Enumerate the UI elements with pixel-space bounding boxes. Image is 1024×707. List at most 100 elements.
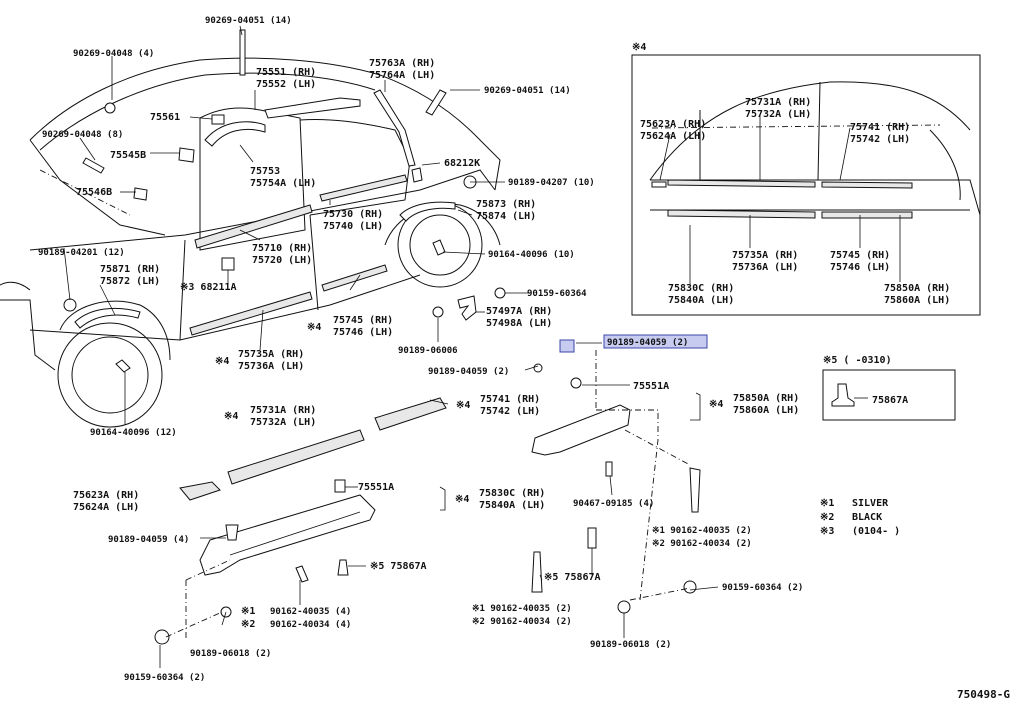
note5-title: ※5 ( -0310) — [823, 355, 892, 366]
label: 90189-06006 — [398, 346, 458, 356]
inset-label: 75830C (RH) — [668, 283, 734, 294]
legend-mark: ※1 — [820, 498, 834, 509]
label: ※2 — [241, 619, 255, 630]
label: 90164-40096 (12) — [90, 428, 177, 438]
label: 75764A (LH) — [369, 70, 435, 81]
label: ※1 90162-40035 (2) — [472, 604, 572, 614]
label: 75872 (LH) — [100, 276, 160, 287]
label: ※2 90162-40034 (2) — [472, 617, 572, 627]
label: 75735A (RH) — [238, 349, 304, 360]
label: 75546B — [76, 187, 112, 198]
label: 90269-04051 (14) — [484, 86, 571, 96]
legend-mark: ※3 — [820, 526, 834, 537]
inset-label: 75741 (RH) — [850, 122, 910, 133]
car-body-outline — [0, 57, 501, 428]
inset-label: 75736A (LH) — [732, 262, 798, 273]
inset-label: 75742 (LH) — [850, 134, 910, 145]
label: 75561 — [150, 112, 180, 123]
marker: ※4 — [456, 400, 470, 411]
marker: ※4 — [215, 356, 229, 367]
marker: ※4 — [307, 322, 321, 333]
label: 68212K — [444, 158, 480, 169]
label: 90189-06018 (2) — [190, 649, 271, 659]
label: 75732A (LH) — [250, 417, 316, 428]
label: ※5 75867A — [544, 572, 601, 583]
label: 75731A (RH) — [250, 405, 316, 416]
diagram-reference-code: 750498-G — [957, 688, 1010, 701]
label: 75740 (LH) — [323, 221, 383, 232]
label: 90189-04059 (2) — [428, 367, 509, 377]
inset-label: 75850A (RH) — [884, 283, 950, 294]
label: 75840A (LH) — [479, 500, 545, 511]
label: 75545B — [110, 150, 146, 161]
label: 75552 (LH) — [256, 79, 316, 90]
label: ※1 90162-40035 (2) — [652, 526, 752, 536]
marker: ※4 — [709, 399, 723, 410]
label: 90269-04048 (8) — [42, 130, 123, 140]
label: 90164-40096 (10) — [488, 250, 575, 260]
marker: ※4 — [455, 494, 469, 505]
car-moldings — [74, 89, 456, 336]
label: 90269-04048 (4) — [73, 49, 154, 59]
label: 75624A (LH) — [73, 502, 139, 513]
inset-panel: ※4 — [631, 42, 981, 316]
label: 90162-40034 (4) — [270, 620, 351, 630]
label: 90159-60364 — [527, 289, 587, 299]
label: 75741 (RH) — [480, 394, 540, 405]
label: 75871 (RH) — [100, 264, 160, 275]
label: 57498A (LH) — [486, 318, 552, 329]
label: 75860A (LH) — [733, 405, 799, 416]
label: 90269-04051 (14) — [205, 16, 292, 26]
label: 90467-09185 (4) — [573, 499, 654, 509]
marker: ※4 — [224, 411, 238, 422]
note5-box: ※5 ( -0310) 75867A — [822, 355, 956, 421]
legend-text: (0104- ) — [852, 526, 900, 537]
label: 75873 (RH) — [476, 199, 536, 210]
inset-label: 75840A (LH) — [668, 295, 734, 306]
label: 57497A (RH) — [486, 306, 552, 317]
highlighted-label-box — [603, 334, 708, 349]
inset-label: 75731A (RH) — [745, 97, 811, 108]
inset-label: 75860A (LH) — [884, 295, 950, 306]
label: 90189-04201 (12) — [38, 248, 125, 258]
label: 75763A (RH) — [369, 58, 435, 69]
label: 90189-06018 (2) — [590, 640, 671, 650]
label: 75623A (RH) — [73, 490, 139, 501]
label: 75710 (RH) — [252, 243, 312, 254]
label: 90159-60364 (2) — [722, 583, 803, 593]
label: 90189-04207 (10) — [508, 178, 595, 188]
legend-text: SILVER — [852, 498, 889, 509]
inset-label: 75735A (RH) — [732, 250, 798, 261]
label: 75874 (LH) — [476, 211, 536, 222]
exploded-parts — [154, 339, 701, 645]
note5-part: 75867A — [872, 395, 908, 406]
inset-label: 75746 (LH) — [830, 262, 890, 273]
label: ※2 90162-40034 (2) — [652, 539, 752, 549]
label: 75830C (RH) — [479, 488, 545, 499]
label: 75745 (RH) — [333, 315, 393, 326]
label: 75754A (LH) — [250, 178, 316, 189]
label: ※1 — [241, 606, 255, 617]
label: 90189-04059 (4) — [108, 535, 189, 545]
part-labels: 90269-04051 (14) 90269-04048 (4) 75551 (… — [38, 16, 950, 683]
label: 75551A — [633, 381, 669, 392]
label: 75850A (RH) — [733, 393, 799, 404]
label: ※5 75867A — [370, 561, 427, 572]
leader-lines — [63, 25, 901, 668]
inset-marker: ※4 — [632, 42, 646, 53]
inset-label: 75732A (LH) — [745, 109, 811, 120]
label: 90162-40035 (4) — [270, 607, 351, 617]
legend-text: BLACK — [852, 512, 882, 523]
inset-label: 75624A (LH) — [640, 131, 706, 142]
label: 75551 (RH) — [256, 67, 316, 78]
inset-label: 75623A (RH) — [640, 119, 706, 130]
legend: ※1 SILVER ※2 BLACK ※3 (0104- ) — [820, 498, 900, 537]
highlighted-label: 90189-04059 (2) — [607, 338, 688, 348]
inset-label: 75745 (RH) — [830, 250, 890, 261]
label: 75753 — [250, 166, 280, 177]
label: 75551A — [358, 482, 394, 493]
label: 75746 (LH) — [333, 327, 393, 338]
label: 75730 (RH) — [323, 209, 383, 220]
label: 75736A (LH) — [238, 361, 304, 372]
